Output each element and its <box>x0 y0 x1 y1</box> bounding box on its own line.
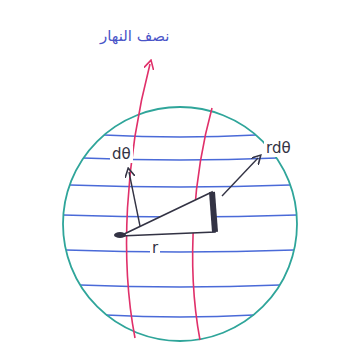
leader-arrow <box>222 158 258 196</box>
leader-arrow <box>129 172 140 226</box>
radius-label: r <box>150 240 160 257</box>
sphere-outline <box>63 107 297 341</box>
latitude-lines <box>63 135 297 317</box>
arc-length-label: rdθ <box>264 140 293 157</box>
meridian-arrow <box>127 64 150 338</box>
wedge <box>114 192 215 238</box>
meridian-label: نصف النهار <box>98 28 171 45</box>
angle-label: dθ <box>110 146 133 163</box>
